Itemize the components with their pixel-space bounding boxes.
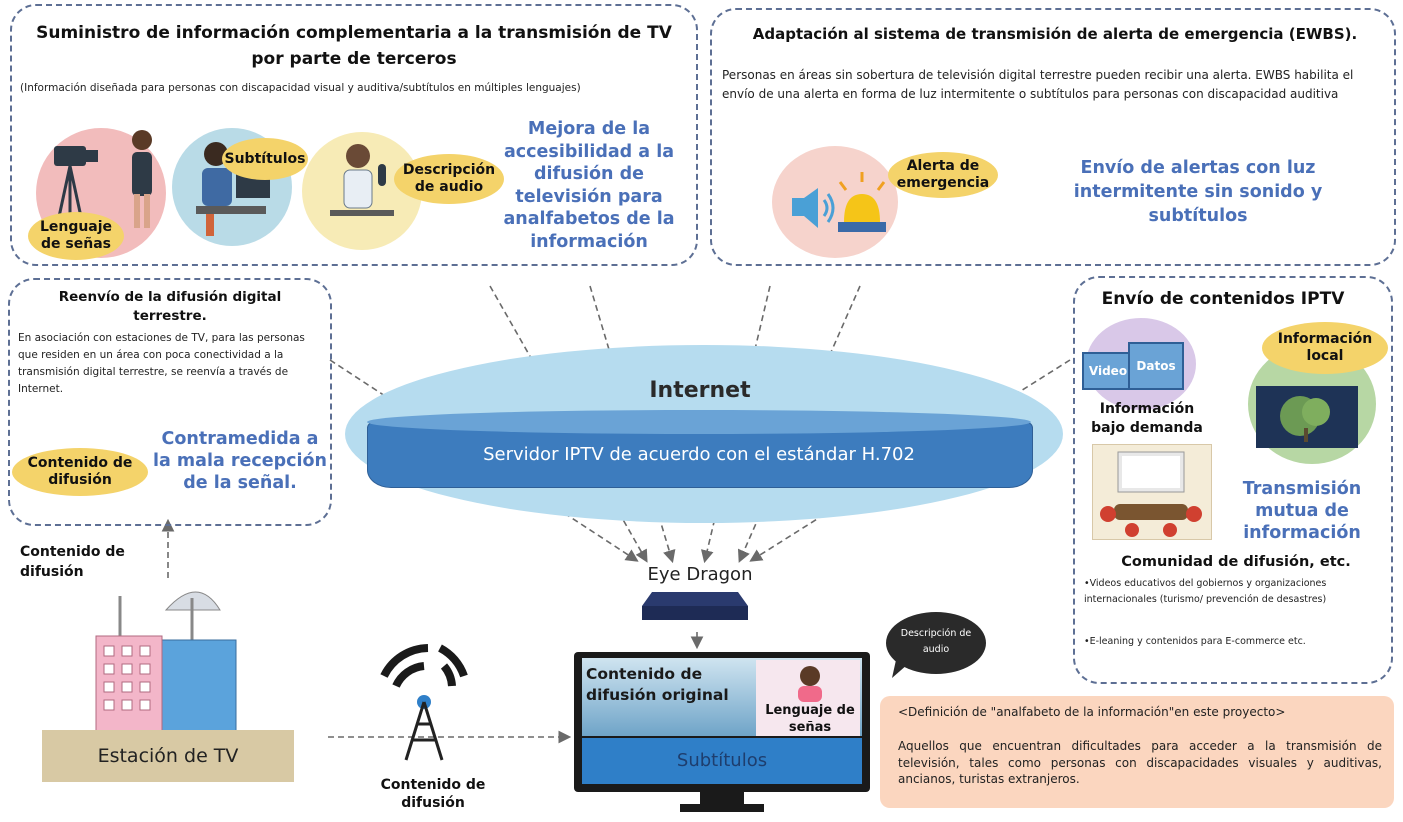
community-bullet-2: •E-leaning y contenidos para E-commerce … [1084,636,1306,647]
narrator-person-icon [330,144,394,216]
sign-language-tag: Lenguaje de señas [28,212,124,260]
broadcast-antenna-icon [380,644,468,761]
audio-description-bubble-text: Descripción de audio [900,628,972,655]
speaker-icon [792,188,835,228]
bubble-tail [892,660,908,678]
alarm-light-icon [838,172,886,232]
local-info-tag: Información local [1262,322,1388,374]
vod-label: Información bajo demanda [1091,401,1203,436]
terrestrial-forwarding-description: En asociación con estaciones de TV, para… [18,332,305,395]
mutual-transmission-text: Transmisión mutua de información [1242,479,1362,543]
broadcast-content-tag: Contenido de difusión [12,448,148,496]
community-label: Comunidad de difusión, etc. [1121,554,1351,570]
eye-dragon-label: Eye Dragon [647,564,753,585]
tv-subtitle-bar: Subtítulos [582,738,862,784]
ewbs-title: Adaptación al sistema de transmisión de … [752,25,1358,43]
video-cube: Video [1082,352,1134,390]
signer-person-icon [132,130,152,228]
ewbs-box [710,8,1396,266]
tv-stand-base [680,804,764,812]
audio-description-tag: Descripción de audio [394,154,504,204]
tree-icon [1280,396,1330,442]
iptv-content-title: Envío de contenidos IPTV [1101,289,1345,309]
tv-original-content: Contenido de difusión original [586,665,729,704]
silent-alert-text: Envío de alertas con luz intermitente si… [1073,158,1323,226]
ewbs-description: Personas en áreas sin sobertura de telev… [722,68,1354,101]
tv-station-building-icon [95,591,237,733]
tv-sign-language: Lenguaje de señas [765,703,855,735]
third-party-info-subtitle: (Información diseñada para personas con … [20,82,581,94]
internet-label: Internet [649,378,751,403]
antenna-content-label: Contenido de difusión [380,777,486,811]
tv-station-base: Estación de TV [42,730,294,782]
terrestrial-forwarding-box [8,278,332,526]
broadcast-content-label: Contenido de difusión [20,544,125,580]
meeting-room-icon [1100,451,1202,537]
bad-reception-text: Contramedida a la mala recepción de la s… [153,429,327,493]
definition-title: <Definición de "analfabeto de la informa… [898,705,1286,719]
set-top-box-icon [642,592,748,620]
iptv-content-box [1073,276,1393,684]
iptv-server-label: Servidor IPTV de acuerdo con el estándar… [483,444,915,465]
accessibility-improvement-text: Mejora de la accesibilidad a la difusión… [503,119,675,252]
tv-stand [700,792,744,804]
third-party-info-title: Suministro de información complementaria… [36,23,672,69]
third-party-info-box [10,4,698,266]
definition-body: Aquellos que encuentran dificultades par… [898,739,1382,786]
definition-box [880,696,1394,808]
iptv-server-top [367,410,1031,434]
community-bullet-1: •Videos educativos del gobiernos y organ… [1084,578,1327,605]
subtitles-tag: Subtítulos [222,138,308,180]
data-cube: Datos [1128,342,1184,390]
terrestrial-forwarding-title: Reenvío de la difusión digital terrestre… [58,289,282,324]
tv-signer-icon [798,666,822,702]
emergency-alert-tag: Alerta de emergencia [888,152,998,198]
